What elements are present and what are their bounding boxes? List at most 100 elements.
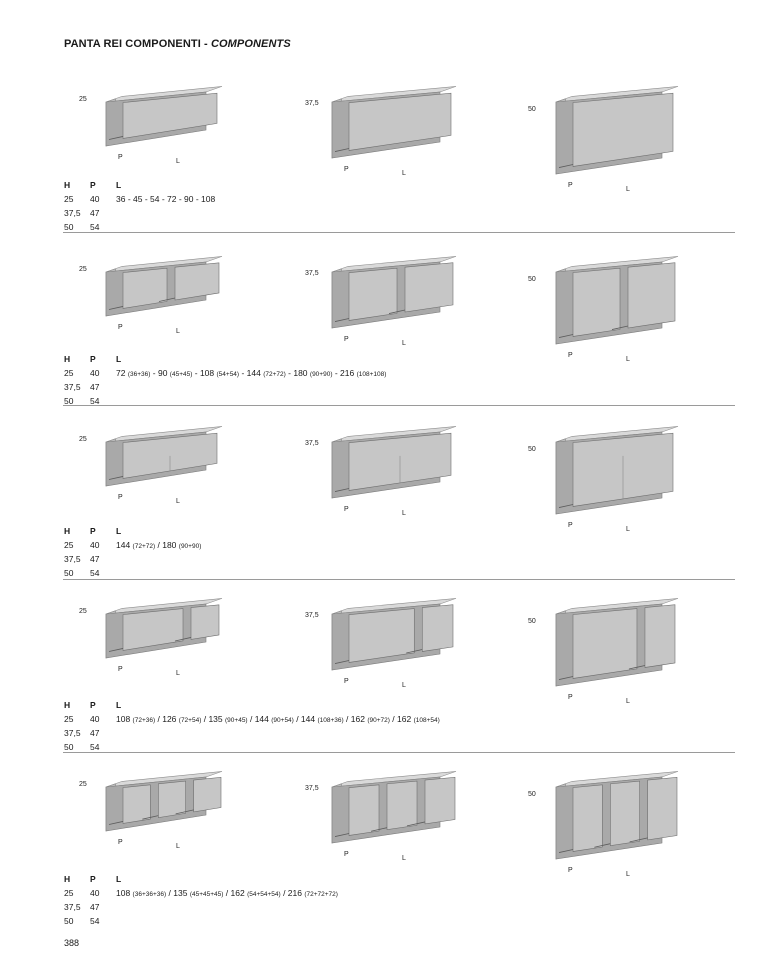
length-composition: (108+54)	[413, 717, 440, 724]
depth-value: 47	[90, 554, 100, 564]
depth-label: P	[568, 867, 573, 874]
height-value: 50	[64, 396, 74, 406]
cabinet-drawing	[555, 426, 679, 515]
length-value: / 216	[280, 888, 305, 898]
height-value: 37,5	[64, 554, 81, 564]
drawer-front	[644, 604, 676, 668]
drawer-runner	[370, 827, 388, 832]
section-divider	[63, 752, 735, 753]
drawer-front	[122, 92, 218, 139]
length-composition: (45+45+45)	[189, 891, 224, 898]
height-value: 37,5	[64, 902, 81, 912]
length-composition: (72+36)	[132, 717, 156, 724]
depth-label: P	[568, 182, 573, 189]
drawer-front	[610, 780, 640, 847]
drawer-runner	[628, 665, 646, 670]
drawer-runner	[158, 297, 176, 302]
page-number: 388	[64, 938, 80, 948]
drawer-front	[647, 776, 678, 841]
length-composition: (72+54)	[178, 717, 202, 724]
drawer-front	[572, 784, 603, 852]
length-composition: (90+45)	[225, 717, 248, 724]
length-composition: (90+90)	[309, 371, 333, 378]
height-label: 25	[79, 266, 87, 273]
cabinet-drawing	[105, 426, 223, 487]
drawer-runner	[406, 649, 423, 654]
drawer-front	[122, 267, 168, 309]
height-value: 50	[64, 568, 74, 578]
drawer-runner	[334, 148, 350, 152]
depth-value: 40	[90, 888, 100, 898]
length-label: L	[626, 698, 630, 705]
drawer-runner	[108, 136, 124, 140]
depth-label: P	[344, 851, 349, 858]
section-divider	[63, 579, 735, 580]
height-label: 50	[528, 791, 536, 798]
height-label: 50	[528, 446, 536, 453]
depth-value: 47	[90, 728, 100, 738]
depth-value: 54	[90, 222, 100, 232]
length-label: L	[402, 340, 406, 347]
height-value: 50	[64, 742, 74, 752]
drawer-runner	[108, 476, 124, 480]
drawer-runner	[611, 325, 629, 330]
length-value: / 135	[201, 714, 226, 724]
header-h: H	[64, 700, 71, 710]
length-label: L	[402, 170, 406, 177]
drawer-runner	[334, 833, 350, 837]
depth-value: 47	[90, 902, 100, 912]
length-value: / 162	[343, 714, 368, 724]
drawer-runner	[558, 676, 574, 680]
length-value: 36 - 45 - 54 - 72 - 90 - 108	[116, 194, 216, 204]
length-composition: (45+45)	[169, 371, 193, 378]
length-label: L	[626, 186, 630, 193]
cabinet-drawing	[105, 86, 223, 147]
length-label: L	[626, 356, 630, 363]
depth-label: P	[568, 694, 573, 701]
length-value: 72	[116, 368, 128, 378]
length-composition: (72+72)	[132, 543, 156, 550]
height-label: 25	[79, 608, 87, 615]
cabinet-drawing	[105, 771, 223, 832]
height-value: 37,5	[64, 728, 81, 738]
cabinet-drawing	[331, 598, 457, 671]
height-label: 50	[528, 106, 536, 113]
header-p: P	[90, 874, 96, 884]
length-composition: (108+36)	[317, 717, 344, 724]
length-value: / 144	[293, 714, 318, 724]
length-values: 36 - 45 - 54 - 72 - 90 - 108	[116, 192, 215, 206]
depth-value: 47	[90, 382, 100, 392]
length-value: - 144	[239, 368, 264, 378]
length-label: L	[626, 871, 630, 878]
header-h: H	[64, 354, 71, 364]
drawer-runner	[108, 648, 124, 652]
height-value: 37,5	[64, 208, 81, 218]
length-label: L	[626, 526, 630, 533]
depth-value: 47	[90, 208, 100, 218]
length-label: L	[402, 510, 406, 517]
cabinet-front	[555, 776, 663, 860]
depth-value: 54	[90, 568, 100, 578]
header-p: P	[90, 526, 96, 536]
cabinet-drawing	[331, 86, 457, 159]
depth-label: P	[118, 494, 123, 501]
length-value: - 90	[150, 368, 170, 378]
length-values: 108 (36+36+36) / 135 (45+45+45) / 162 (5…	[116, 886, 338, 902]
drawer-runner	[334, 318, 350, 322]
cabinet-drawing	[555, 256, 679, 345]
height-label: 50	[528, 618, 536, 625]
height-value: 25	[64, 540, 74, 550]
length-values: 72 (36+36) - 90 (45+45) - 108 (54+54) - …	[116, 366, 386, 382]
drawer-front	[386, 780, 418, 831]
drawer-front	[122, 432, 218, 479]
length-label: L	[176, 328, 180, 335]
length-composition: (72+72)	[263, 371, 286, 378]
header-p: P	[90, 700, 96, 710]
drawer-runner	[174, 637, 192, 642]
height-value: 25	[64, 194, 74, 204]
depth-label: P	[118, 324, 123, 331]
depth-label: P	[344, 336, 349, 343]
length-composition: (54+54)	[216, 371, 240, 378]
drawer-runner	[629, 837, 648, 843]
length-composition: (90+90)	[178, 543, 202, 550]
